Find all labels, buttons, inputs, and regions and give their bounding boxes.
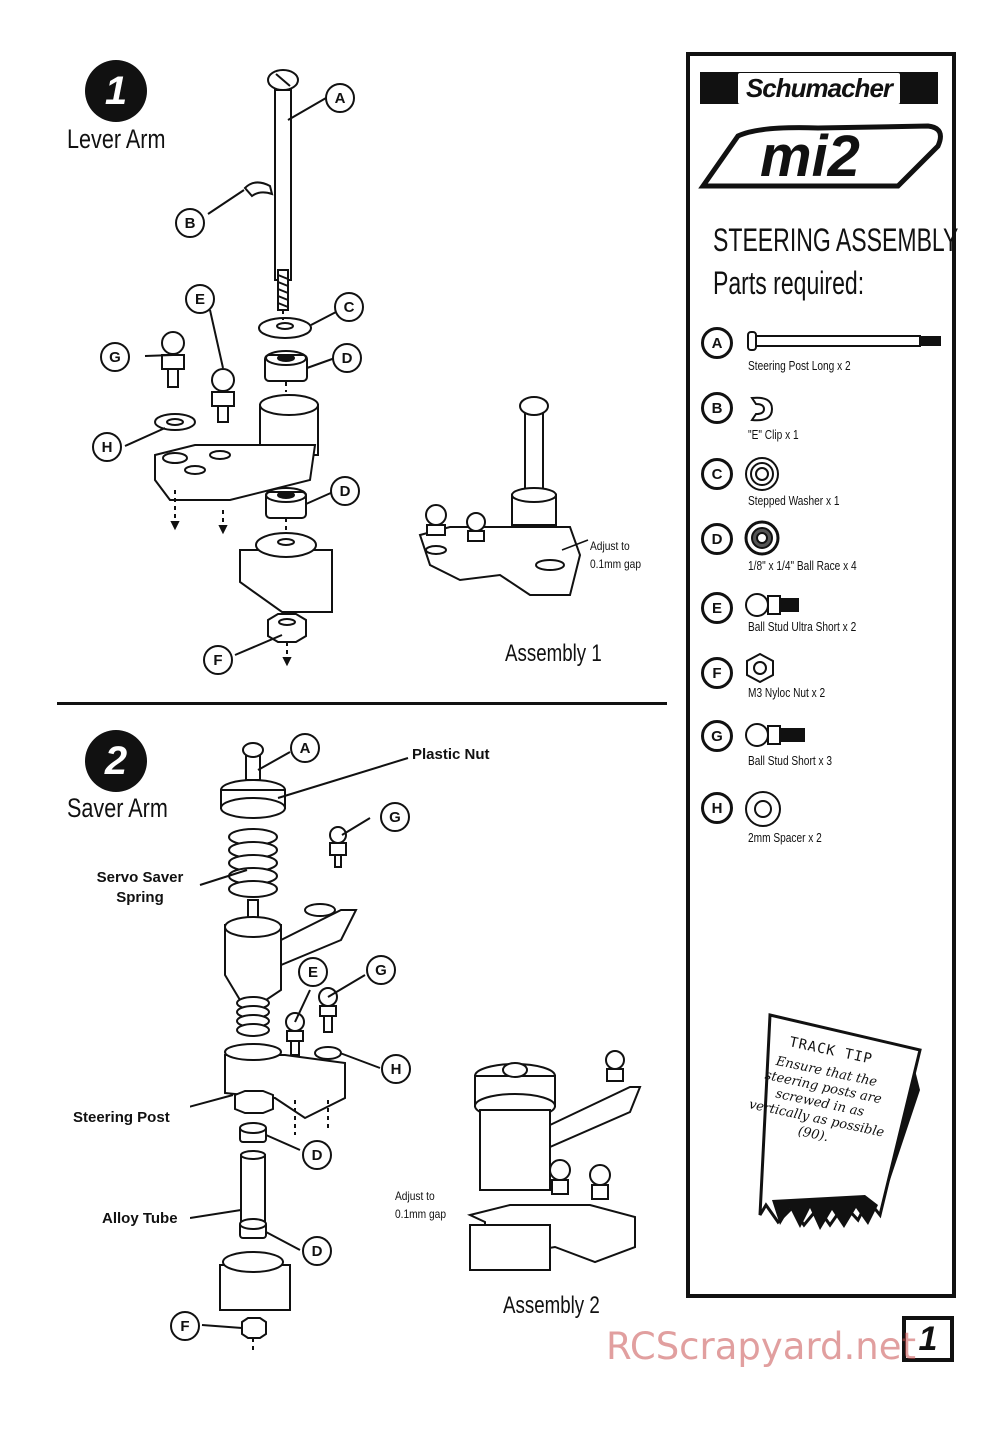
steering-post-icon — [747, 331, 941, 351]
part-letter-f: F — [701, 657, 733, 689]
assembly-1-label: Assembly 1 — [505, 640, 602, 667]
section-divider — [57, 702, 667, 705]
part-desc-g: Ball Stud Short x 3 — [748, 753, 832, 768]
ball-stud-icon — [745, 593, 799, 617]
steering-post-label: Steering Post — [73, 1109, 170, 1126]
step-2-title: Saver Arm — [67, 793, 168, 823]
callout-f: F — [203, 645, 233, 675]
callout-e: E — [185, 284, 215, 314]
step-2-badge: 2 — [85, 730, 147, 792]
alloy-tube-label: Alloy Tube — [102, 1210, 178, 1227]
step-1-badge: 1 — [85, 60, 147, 122]
part-letter-b: B — [701, 392, 733, 424]
callout-d-lower: D — [330, 476, 360, 506]
spacer-icon — [745, 791, 781, 827]
nut-icon — [746, 652, 774, 684]
callout-d: D — [332, 343, 362, 373]
part-desc-b: "E" Clip x 1 — [748, 427, 799, 442]
ball-race-icon — [744, 520, 780, 556]
part-letter-c: C — [701, 458, 733, 490]
part-desc-f: M3 Nyloc Nut x 2 — [748, 685, 826, 700]
part-desc-a: Steering Post Long x 2 — [748, 358, 851, 373]
callout-h: H — [92, 432, 122, 462]
callout-g-3: G — [366, 955, 396, 985]
part-letter-h: H — [701, 792, 733, 824]
washer-icon — [745, 457, 779, 491]
assembly-2-label: Assembly 2 — [503, 1292, 600, 1319]
step-1-title: Lever Arm — [67, 124, 166, 154]
assembly-2-diagram — [467, 1050, 642, 1271]
callout-e-2: E — [298, 957, 328, 987]
callout-f-2: F — [170, 1311, 200, 1341]
callout-d-3: D — [302, 1236, 332, 1266]
part-letter-g: G — [701, 720, 733, 752]
part-letter-e: E — [701, 592, 733, 624]
mi2-logo: mi2 — [698, 123, 943, 189]
ball-stud-short-icon — [745, 723, 805, 747]
watermark: RCScrapyard.net — [606, 1325, 917, 1368]
callout-b: B — [175, 208, 205, 238]
part-desc-d: 1/8" x 1/4" Ball Race x 4 — [748, 558, 857, 573]
panel-subtitle: Parts required: — [713, 265, 865, 301]
panel-title: STEERING ASSEMBLY — [713, 222, 959, 258]
callout-c: C — [334, 292, 364, 322]
plastic-nut-label: Plastic Nut — [412, 746, 490, 763]
callout-a: A — [325, 83, 355, 113]
part-letter-a: A — [701, 327, 733, 359]
e-clip-icon — [750, 396, 774, 422]
callout-h-2: H — [381, 1054, 411, 1084]
part-desc-e: Ball Stud Ultra Short x 2 — [748, 619, 857, 634]
callout-a-2: A — [290, 733, 320, 763]
callout-d-2: D — [302, 1140, 332, 1170]
page-number: 1 — [902, 1316, 954, 1362]
lever-arm-exploded-diagram — [124, 69, 337, 667]
track-tip-paper-icon — [758, 1013, 922, 1230]
model-name: mi2 — [760, 124, 860, 189]
callout-g: G — [100, 342, 130, 372]
assembly-1-diagram — [418, 396, 589, 596]
schumacher-logo: Schumacher — [700, 72, 938, 104]
part-desc-c: Stepped Washer x 1 — [748, 493, 840, 508]
saver-arm-exploded-diagram — [190, 742, 409, 1353]
callout-g-2: G — [380, 802, 410, 832]
part-desc-h: 2mm Spacer x 2 — [748, 830, 822, 845]
part-letter-d: D — [701, 523, 733, 555]
